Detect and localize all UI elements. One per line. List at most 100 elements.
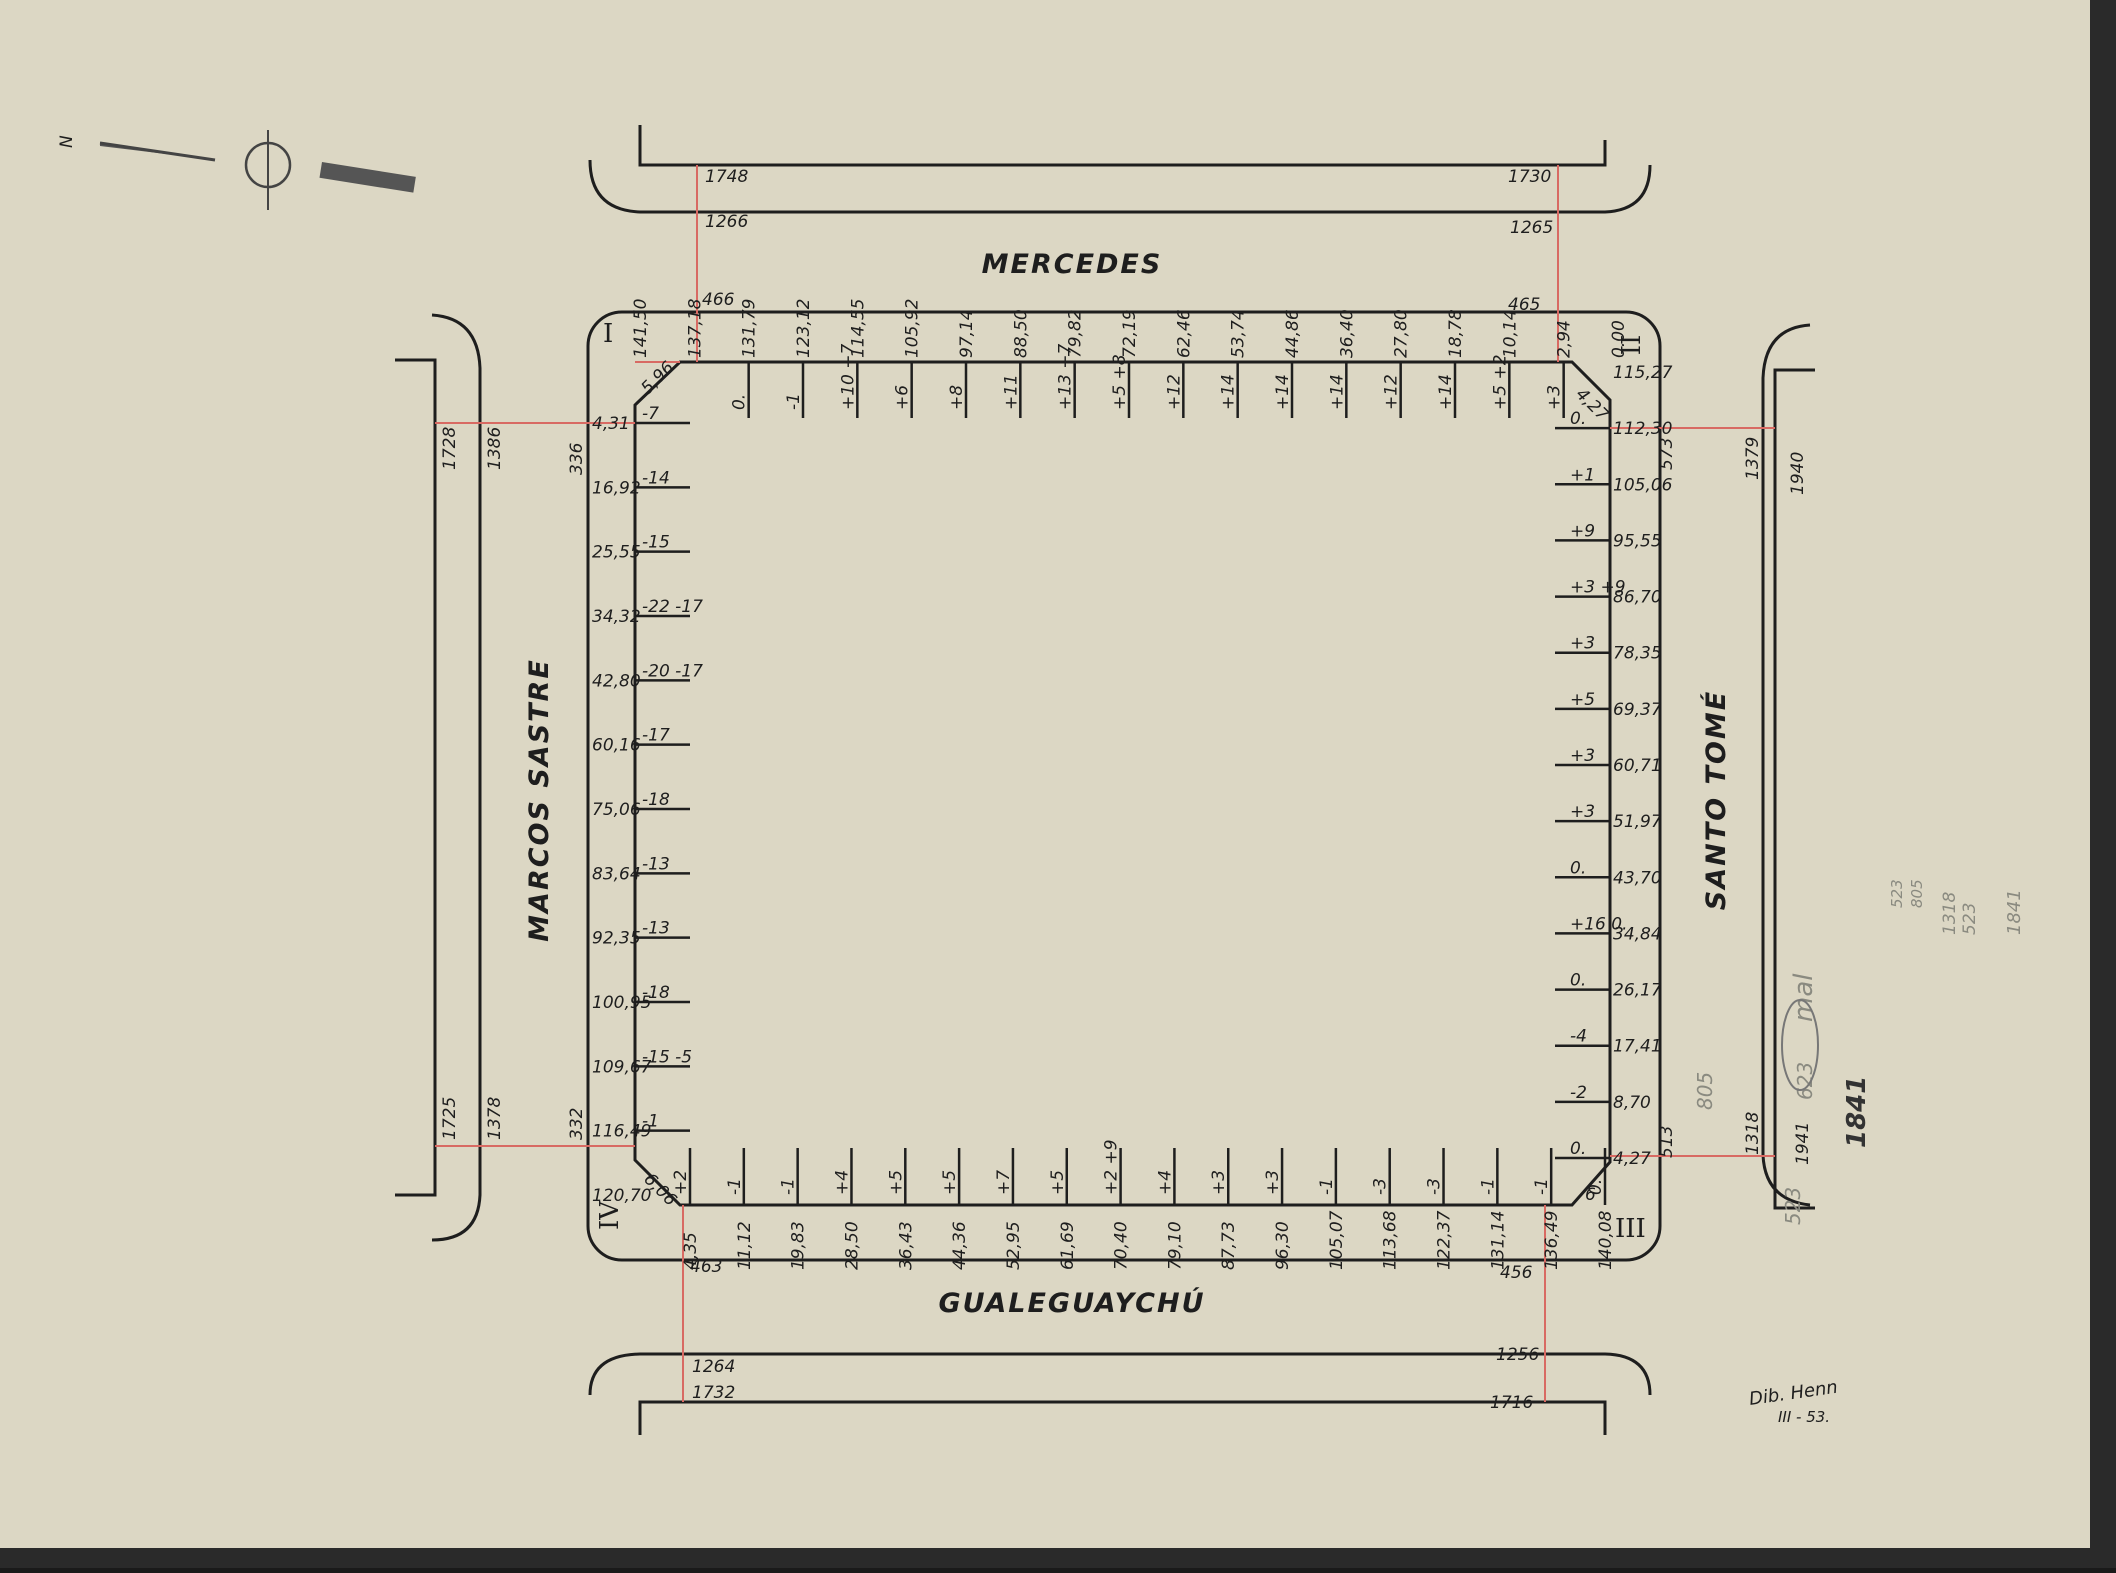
north-offset: +6 xyxy=(893,385,913,410)
north-offset: +14 xyxy=(1436,374,1456,410)
east-offset: +3 xyxy=(1570,802,1595,822)
survey-lines xyxy=(435,165,1775,1402)
east-level: 60,71 xyxy=(1613,756,1662,776)
pencil-note-9: 523 xyxy=(1960,903,1980,935)
south-level: 70,40 xyxy=(1112,1221,1132,1270)
north-label: N xyxy=(57,135,77,148)
drawing-date: III - 53. xyxy=(1778,1408,1830,1426)
pencil-note-2: 523 xyxy=(1781,1187,1805,1225)
north-level: 36,40 xyxy=(1337,309,1357,358)
south-offset: 0. xyxy=(1586,1179,1606,1195)
east-offset: -2 xyxy=(1570,1083,1587,1103)
west-level: 83,64 xyxy=(592,864,641,884)
south-level: 79,10 xyxy=(1165,1221,1185,1270)
east-level: 69,37 xyxy=(1613,700,1662,720)
pencil-annotations: 805 523 1841 623 mal 523 805 1318 523 18… xyxy=(1693,879,2025,1225)
south-offset: +3 xyxy=(1263,1170,1283,1195)
east-near-bottom: 1318 xyxy=(1743,1112,1763,1155)
pencil-note-7: 805 xyxy=(1908,879,1926,908)
east-level: 26,17 xyxy=(1613,981,1662,1001)
pencil-note-8: 1318 xyxy=(1940,892,1960,935)
pencil-note-1: 805 xyxy=(1693,1072,1717,1110)
east-level: 95,55 xyxy=(1613,531,1662,551)
north-level: 123,12 xyxy=(794,299,814,358)
street-outlines xyxy=(395,125,1815,1435)
south-offset: -1 xyxy=(1532,1178,1552,1195)
north-level: 2,94 xyxy=(1555,320,1575,358)
north-offset: +5 +2 xyxy=(1490,354,1510,410)
west-level: 42,80 xyxy=(592,671,641,691)
east-offset: +3 xyxy=(1570,746,1595,766)
north-level: 18,78 xyxy=(1446,309,1466,358)
south-offset: -3 xyxy=(1371,1178,1391,1195)
north-offset: +14 xyxy=(1219,374,1239,410)
east-offset: +1 xyxy=(1570,465,1595,485)
north-offset: +11 xyxy=(1001,374,1021,410)
north-curb-right: 465 xyxy=(1508,295,1540,315)
west-level: 60,16 xyxy=(592,736,641,756)
north-level: 105,92 xyxy=(903,299,923,358)
pencil-note-6: 523 xyxy=(1888,879,1906,908)
south-offset: +5 xyxy=(1048,1170,1068,1195)
south-curb-right: 456 xyxy=(1500,1263,1533,1283)
west-level: 25,55 xyxy=(592,543,641,563)
corner-label-sw: IV xyxy=(595,1200,625,1230)
south-offset: -1 xyxy=(1317,1178,1337,1195)
south-offset: -1 xyxy=(725,1178,745,1195)
north-offset: +13 +7 xyxy=(1056,343,1076,410)
east-offset: 0. xyxy=(1570,1139,1586,1159)
east-level: 8,70 xyxy=(1613,1093,1651,1113)
east-level: 78,35 xyxy=(1613,644,1662,664)
west-curb-bottom: 332 xyxy=(567,1108,587,1140)
east-level: 34,84 xyxy=(1613,924,1662,944)
west-near-top: 1386 xyxy=(485,427,505,470)
north-level: 114,55 xyxy=(848,299,868,358)
north-curb-left: 466 xyxy=(702,290,735,310)
street-name-west: MARCOS SASTRE xyxy=(524,658,555,942)
west-offset: -7 xyxy=(642,404,659,424)
east-offset: 0. xyxy=(1570,971,1586,991)
north-level: 137,18 xyxy=(685,298,705,358)
west-level: 75,06 xyxy=(592,800,641,820)
west-far-bottom: 1725 xyxy=(440,1097,460,1140)
north-near-right: 1265 xyxy=(1510,218,1553,238)
west-offset: -13 xyxy=(642,854,670,874)
west-offset: -1 xyxy=(642,1112,659,1132)
south-level: 122,37 xyxy=(1435,1210,1455,1270)
street-name-south: GUALEGUAYCHÚ xyxy=(938,1287,1205,1319)
street-name-east: SANTO TOMÉ xyxy=(1700,690,1732,910)
east-offset: 0. xyxy=(1570,409,1586,429)
south-offset: +5 xyxy=(940,1170,960,1195)
west-offset: -15 xyxy=(642,533,670,553)
west-level: 4,31 xyxy=(592,414,630,434)
east-level: 115,27 xyxy=(1613,363,1673,383)
south-curb-left: 463 xyxy=(690,1257,722,1277)
east-offset: +3 xyxy=(1570,634,1595,654)
south-near-left: 1264 xyxy=(692,1357,735,1377)
south-offset: -1 xyxy=(1478,1178,1498,1195)
west-far-top: 1728 xyxy=(440,427,460,470)
north-offset: -1 xyxy=(784,393,804,410)
south-offset: +5 xyxy=(886,1170,906,1195)
west-curb-top: 336 xyxy=(567,442,587,475)
south-level: 44,36 xyxy=(950,1221,970,1270)
west-near-bottom: 1378 xyxy=(485,1097,505,1140)
north-level: 44,86 xyxy=(1283,309,1303,358)
east-far-top: 1940 xyxy=(1788,452,1808,495)
north-level: 27,80 xyxy=(1392,309,1412,358)
west-level: 16,92 xyxy=(592,478,641,498)
north-offset: +8 xyxy=(947,385,967,410)
east-level: 51,97 xyxy=(1613,812,1662,832)
east-offset: 0. xyxy=(1570,858,1586,878)
north-far-right: 1730 xyxy=(1508,167,1551,187)
east-far-bottom: 1941 xyxy=(1793,1122,1813,1165)
south-level: 19,83 xyxy=(789,1221,809,1270)
west-level: 100,95 xyxy=(592,993,651,1013)
south-offset: +2 xyxy=(671,1170,691,1195)
south-level: 28,50 xyxy=(842,1221,862,1270)
south-offset: +4 xyxy=(832,1170,852,1195)
property-line xyxy=(633,360,1612,1207)
